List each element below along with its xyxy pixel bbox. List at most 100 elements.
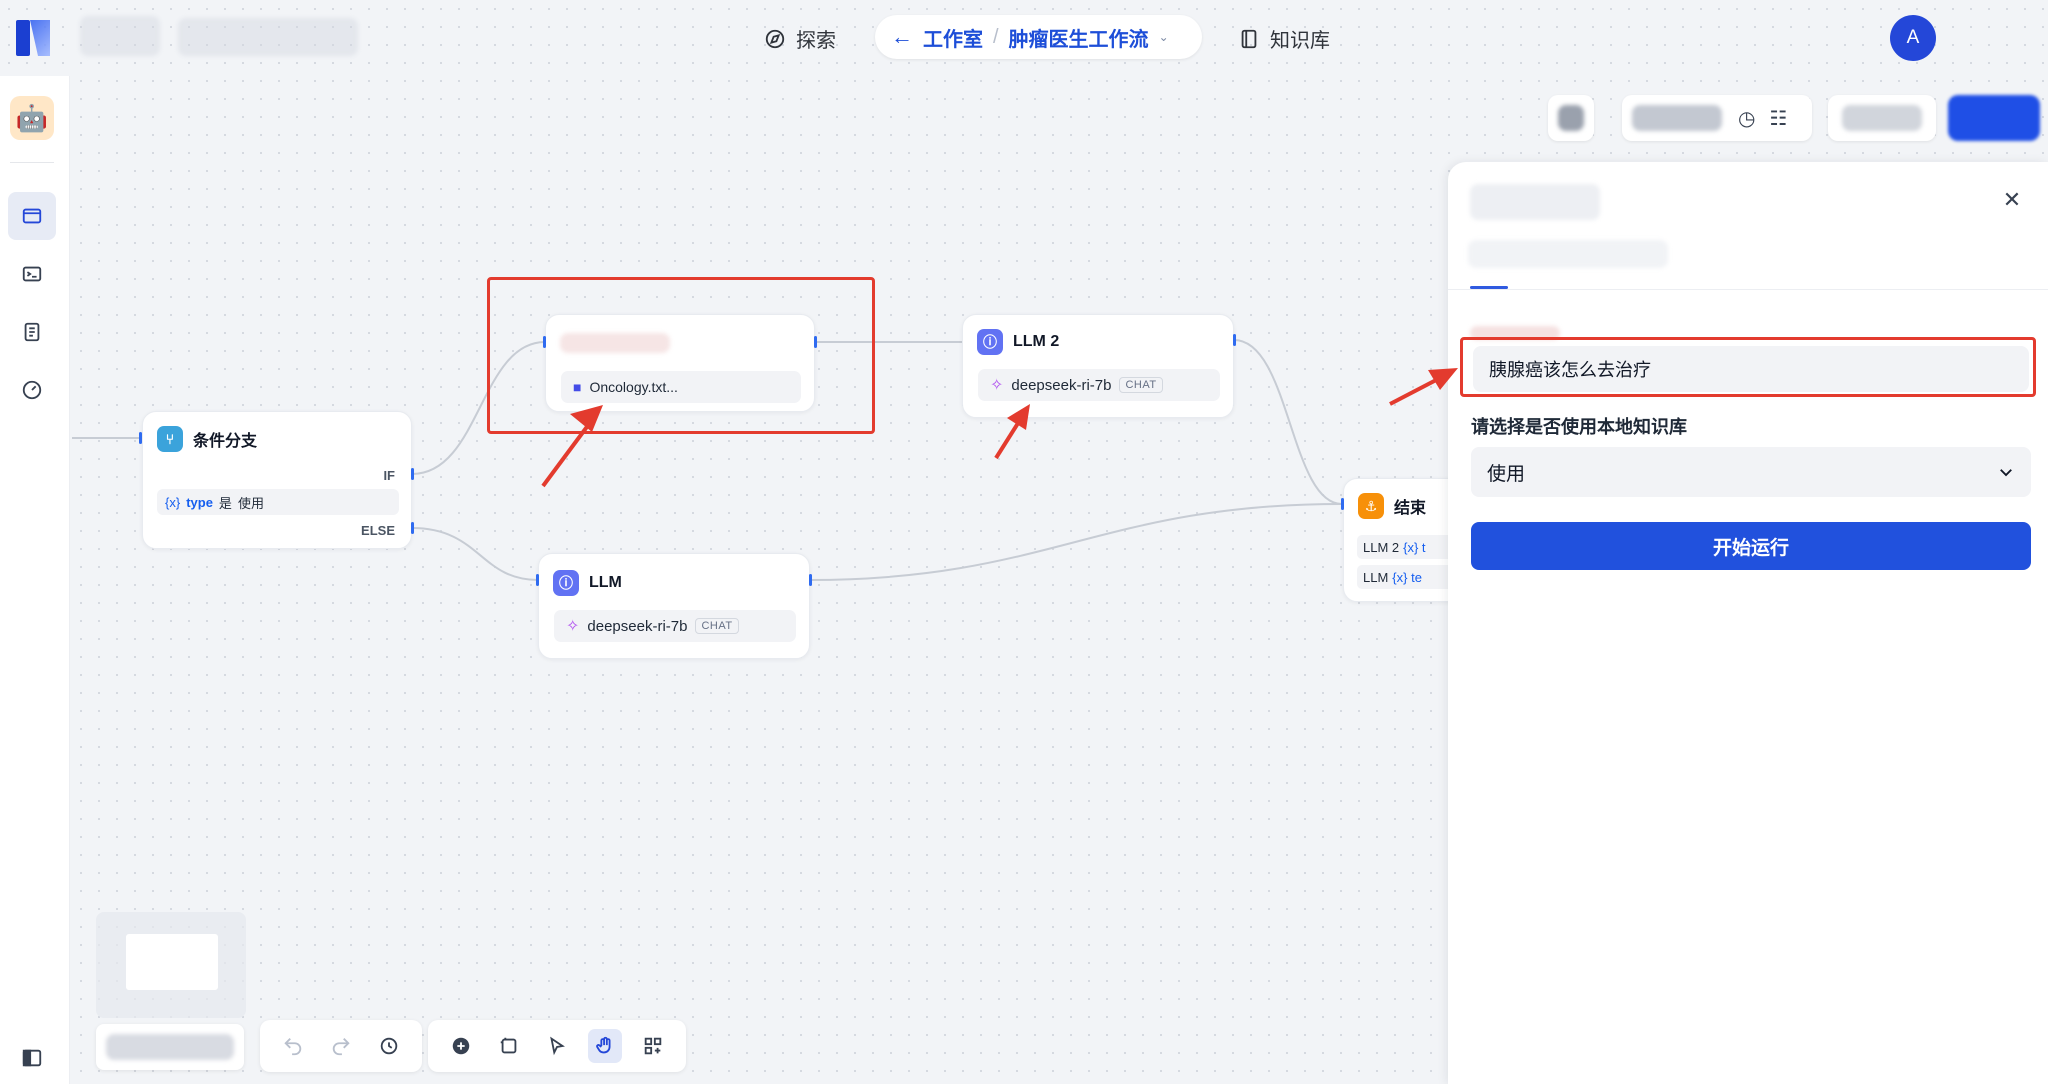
history-clock-icon[interactable]: ◷ — [1738, 107, 1756, 130]
chevron-down-icon — [2000, 469, 2012, 477]
grid-icon — [644, 1037, 662, 1055]
port-if-out[interactable] — [411, 468, 414, 480]
organize-button[interactable] — [636, 1029, 670, 1063]
model-name: deepseek-ri-7b — [587, 617, 688, 635]
close-icon[interactable]: ✕ — [2002, 187, 2022, 212]
sidebar-item-workflow[interactable] — [8, 192, 56, 240]
history-button[interactable] — [372, 1029, 406, 1063]
sidebar-item-terminal[interactable] — [8, 250, 56, 298]
port-knowledge-in[interactable] — [543, 336, 546, 348]
node-llm2-title: LLM 2 — [1013, 333, 1060, 350]
edge-llm2-to-end — [1233, 339, 1343, 505]
edge-llm-to-end — [809, 503, 1343, 581]
port-else-out[interactable] — [411, 522, 414, 534]
app-robot-icon[interactable]: 🤖 — [10, 96, 54, 140]
else-label: ELSE — [361, 523, 395, 538]
plus-circle-icon — [452, 1037, 470, 1055]
run-panel: ✕ 请选择是否使用本地知识库 使用 开始运行 — [1448, 162, 2048, 1084]
breadcrumb: ← 工作室 / 肿瘤医生工作流 ⌄ — [875, 15, 1202, 59]
output-variable: {x} te — [1392, 569, 1422, 585]
history-toolbar — [260, 1020, 422, 1072]
app-logo[interactable] — [16, 16, 58, 58]
publish-button-blurred[interactable] — [1948, 95, 2040, 141]
blurred-app-name — [80, 16, 160, 56]
branch-icon: ⑂ — [157, 426, 183, 452]
sidebar-item-logs[interactable] — [8, 308, 56, 356]
undo-button[interactable] — [276, 1029, 310, 1063]
history-icon — [380, 1037, 398, 1055]
port-llm-out[interactable] — [809, 574, 812, 586]
blurred-panel-tabs[interactable] — [1468, 240, 1668, 268]
hand-mode-button[interactable] — [588, 1029, 622, 1063]
gauge-icon — [22, 380, 42, 400]
output-variable: {x} t — [1403, 539, 1426, 555]
arrow-left-icon[interactable]: ← — [891, 24, 913, 49]
sidebar-toggle[interactable] — [8, 1034, 56, 1082]
query-input[interactable] — [1473, 346, 2029, 392]
flag-icon: ⚓ — [1358, 493, 1384, 519]
knowledge-file-chip: ■ Oncology.txt... — [561, 371, 801, 403]
breadcrumb-workflow[interactable]: 肿瘤医生工作流 — [1008, 28, 1149, 51]
node-knowledge-retrieval[interactable]: ■ Oncology.txt... — [545, 314, 815, 412]
nav-explore[interactable]: 探索 — [764, 24, 836, 53]
book-icon — [1241, 29, 1257, 48]
condition-row: {x} type 是 使用 — [157, 489, 399, 515]
sidebar-panel-icon — [22, 1049, 42, 1067]
deepseek-logo-icon: ✧ — [566, 618, 580, 635]
node-llm[interactable]: ⓘ LLM ✧ deepseek-ri-7b CHAT — [538, 553, 810, 659]
top-header: 探索 ← 工作室 / 肿瘤医生工作流 ⌄ 知识库 A — [0, 0, 2048, 76]
canvas-toolbar — [428, 1020, 686, 1072]
user-avatar[interactable]: A — [1890, 15, 1936, 61]
knowledge-file-name: Oncology.txt... — [589, 379, 678, 395]
add-node-button[interactable] — [444, 1029, 478, 1063]
port-ifelse-in[interactable] — [139, 432, 142, 444]
chevron-down-icon[interactable]: ⌄ — [1158, 30, 1169, 44]
condition-variable: type — [186, 494, 213, 510]
node-llm2[interactable]: ⓘ LLM 2 ✧ deepseek-ri-7b CHAT — [962, 314, 1234, 418]
output-source: LLM — [1363, 569, 1389, 585]
nav-knowledge[interactable]: 知识库 — [1238, 24, 1330, 53]
condition-value: 使用 — [237, 495, 264, 511]
add-note-button[interactable] — [492, 1029, 526, 1063]
knowledge-base-selected: 使用 — [1487, 462, 1526, 485]
knowledge-base-select[interactable]: 使用 — [1471, 447, 2031, 497]
port-llm2-out[interactable] — [1233, 334, 1236, 346]
left-sidebar: 🤖 — [0, 76, 70, 1084]
toolbar-blurred-button-1[interactable] — [1548, 95, 1594, 141]
edge-if-to-knowledge — [411, 341, 546, 475]
node-ifelse-title: 条件分支 — [193, 433, 258, 450]
llm-icon: ⓘ — [553, 570, 579, 596]
breadcrumb-separator: / — [993, 25, 999, 48]
folder-icon: ■ — [573, 379, 582, 395]
port-knowledge-out[interactable] — [814, 336, 817, 348]
blurred-field-label — [1470, 326, 1560, 340]
pointer-mode-button[interactable] — [540, 1029, 574, 1063]
port-llm-in[interactable] — [536, 574, 539, 586]
highlight-knowledge-node — [487, 277, 875, 434]
toolbar-blurred-button-2[interactable] — [1828, 95, 1936, 141]
undo-icon — [284, 1038, 302, 1056]
terminal-icon — [22, 266, 42, 282]
if-label: IF — [383, 468, 395, 483]
document-list-icon — [24, 322, 40, 342]
model-chip: ✧ deepseek-ri-7b CHAT — [978, 369, 1220, 401]
port-end-in[interactable] — [1341, 498, 1344, 510]
redo-button[interactable] — [324, 1029, 358, 1063]
model-name: deepseek-ri-7b — [1011, 376, 1112, 394]
minimap[interactable] — [96, 912, 246, 1018]
model-chip: ✧ deepseek-ri-7b CHAT — [554, 610, 796, 642]
sidebar-divider — [10, 162, 54, 163]
active-tab-indicator — [1470, 286, 1508, 289]
checklist-icon[interactable]: ☷ — [1769, 107, 1788, 130]
zoom-control-blurred[interactable] — [96, 1024, 244, 1070]
sidebar-item-monitor[interactable] — [8, 366, 56, 414]
start-run-button[interactable]: 开始运行 — [1471, 522, 2031, 570]
node-ifelse[interactable]: ⑂ 条件分支 IF {x} type 是 使用 ELSE — [142, 411, 412, 549]
compass-icon — [765, 29, 785, 48]
nav-knowledge-label: 知识库 — [1270, 30, 1330, 52]
note-icon — [500, 1037, 517, 1054]
breadcrumb-studio[interactable]: 工作室 — [923, 28, 983, 51]
node-end-title: 结束 — [1394, 500, 1427, 517]
llm-icon: ⓘ — [977, 329, 1003, 355]
